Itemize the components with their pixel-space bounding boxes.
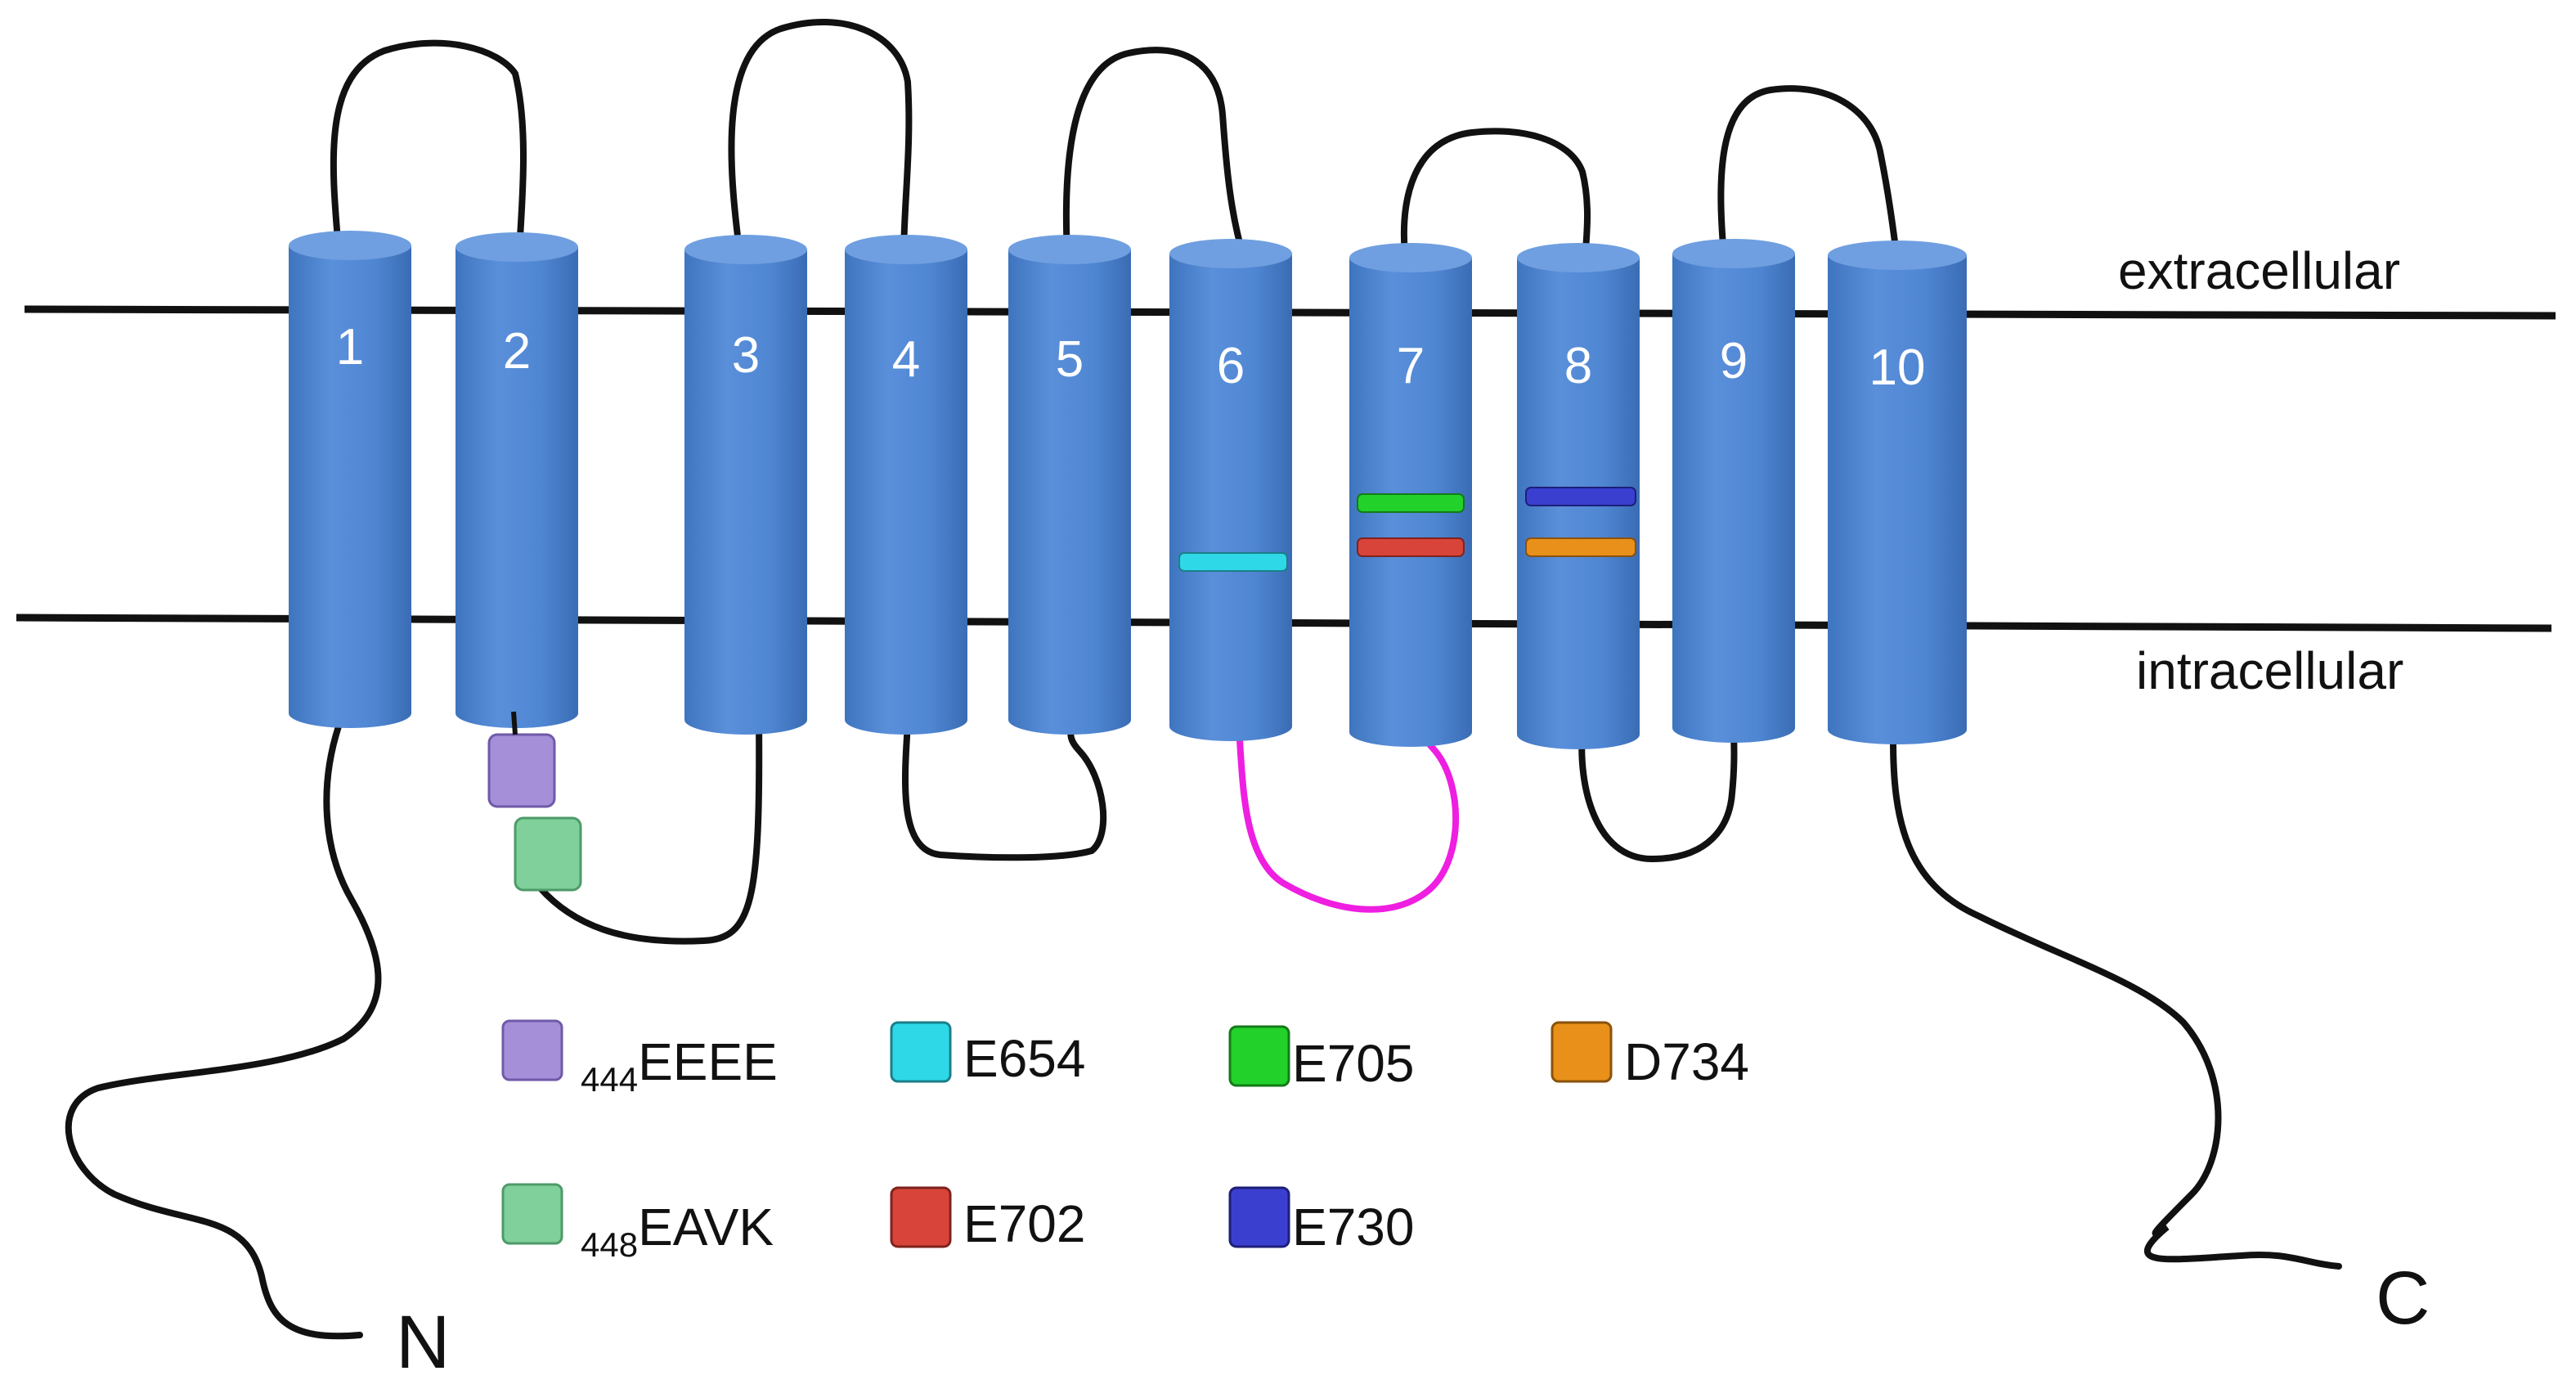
legend-item-e654: E654 [890, 1021, 1085, 1088]
legend-swatch-eavk-448 [501, 1183, 563, 1245]
legend-swatch-d734 [1551, 1021, 1613, 1083]
helix-body [845, 249, 967, 735]
helix-body [1672, 254, 1795, 743]
legend-label-d734: D734 [1624, 1032, 1749, 1091]
legend-swatch-e730 [1228, 1186, 1290, 1248]
n-terminal-tail [65, 721, 382, 1340]
helix-top-cap [845, 235, 967, 264]
helix-number-3: 3 [732, 327, 760, 384]
marker-e705 [1357, 493, 1465, 513]
loop-2-3 [536, 717, 763, 945]
helix-number-4: 4 [892, 331, 920, 388]
helix-number-6: 6 [1217, 338, 1245, 394]
legend-label-e702: E702 [963, 1194, 1085, 1253]
extracellular-label: extracellular [2118, 241, 2400, 300]
loop-5-6 [1062, 47, 1246, 258]
loop-8-9 [1578, 725, 1738, 863]
legend-label-eavk-448: 448EAVK [581, 1198, 774, 1264]
helix-number-2: 2 [503, 323, 531, 380]
helix-body [684, 249, 807, 735]
helix-top-cap [289, 231, 411, 260]
helix-number-5: 5 [1056, 331, 1084, 388]
legend-swatch-e705 [1228, 1025, 1290, 1087]
helix-body [1008, 249, 1131, 735]
legend-label-e654: E654 [963, 1029, 1085, 1088]
intracellular-label: intracellular [2136, 641, 2403, 700]
loop-7-8 [1400, 128, 1591, 263]
helix-1: 1 [289, 231, 411, 728]
residue-markers [1178, 487, 1636, 572]
helix-2: 2 [456, 232, 578, 728]
helix-top-cap [1672, 239, 1795, 268]
helix-top-cap [456, 232, 578, 262]
marker-e730 [1525, 487, 1636, 506]
intracellular-loops [65, 717, 2342, 1340]
helix-number-10: 10 [1869, 339, 1926, 396]
marker-e654 [1178, 552, 1288, 572]
n-terminus-label: N [396, 1301, 450, 1384]
marker-444-eeee [487, 733, 556, 808]
helix-9: 9 [1672, 239, 1795, 743]
loop-1-2 [330, 39, 527, 253]
helix-body [289, 245, 411, 728]
helix-top-cap [1169, 239, 1292, 268]
helix-body [1828, 255, 1967, 744]
c-terminal-tail [1890, 737, 2342, 1270]
legend-item-eeee-444: 444EEEE [501, 1019, 778, 1099]
helix-number-1: 1 [336, 319, 364, 375]
helix-5: 5 [1008, 235, 1131, 735]
helix-4: 4 [845, 235, 967, 735]
legend-swatch-e654 [890, 1021, 952, 1083]
helix-number-9: 9 [1720, 333, 1748, 389]
helix-3: 3 [684, 235, 807, 735]
legend-item-e730: E730 [1228, 1186, 1414, 1256]
helix-number-7: 7 [1397, 338, 1425, 394]
loop-9-10 [1717, 85, 1901, 263]
marker-e702 [1357, 537, 1465, 557]
legend-item-eavk-448: 448EAVK [501, 1183, 774, 1264]
helix-top-cap [1517, 243, 1640, 272]
loop-3-4 [728, 19, 913, 262]
helix-body [456, 247, 578, 728]
legend-label-e730: E730 [1292, 1198, 1414, 1256]
transmembrane-helices: 1 2 3 4 5 6 7 8 9 10 [289, 231, 1967, 749]
helix-6: 6 [1169, 239, 1292, 741]
legend-item-e702: E702 [890, 1186, 1085, 1253]
helix-top-cap [1349, 243, 1472, 272]
legend: 444EEEE 448EAVK E654 E702 E705 E730 D734 [501, 1019, 1749, 1264]
legend-item-d734: D734 [1551, 1021, 1749, 1091]
helix-10: 10 [1828, 240, 1967, 744]
helix-top-cap [684, 235, 807, 264]
highlight-loop-6-7 [1236, 725, 1460, 913]
legend-label-eeee-444: 444EEEE [581, 1032, 778, 1099]
legend-label-e705: E705 [1292, 1034, 1414, 1093]
helix-body [1169, 254, 1292, 741]
helix-number-8: 8 [1564, 338, 1592, 394]
helix-top-cap [1008, 235, 1131, 264]
legend-swatch-eeee-444 [501, 1019, 563, 1081]
marker-448-eavk [514, 816, 582, 892]
c-terminus-label: C [2376, 1256, 2430, 1340]
marker-d734 [1525, 537, 1636, 557]
legend-swatch-e702 [890, 1186, 952, 1248]
extracellular-loops [330, 19, 1901, 263]
loop-4-5 [902, 721, 1107, 861]
connector-helix2-box [511, 711, 518, 735]
legend-item-e705: E705 [1228, 1025, 1414, 1093]
helix-top-cap [1828, 240, 1967, 270]
